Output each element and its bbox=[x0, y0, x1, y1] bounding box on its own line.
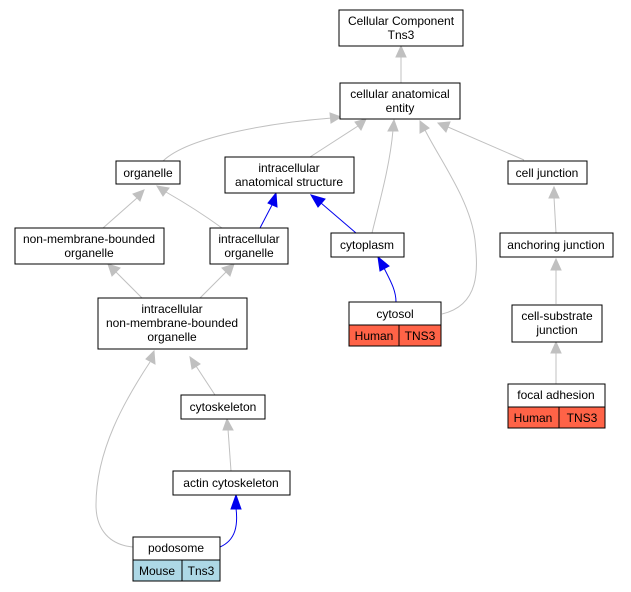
edge-arrow bbox=[221, 263, 235, 277]
node-actin-cytoskeleton[interactable]: actin cytoskeleton bbox=[172, 470, 291, 496]
node-label: cell junction bbox=[516, 166, 579, 180]
edge-arrow bbox=[309, 194, 326, 208]
node-organelle[interactable]: organelle bbox=[115, 160, 181, 185]
edge-arrow bbox=[329, 112, 343, 124]
node-cytoskeleton[interactable]: cytoskeleton bbox=[180, 394, 266, 420]
tag-label: Human bbox=[514, 411, 553, 425]
edge-cytosol-cae bbox=[424, 129, 477, 315]
edge-cs-inmbo bbox=[195, 365, 216, 396]
node-cellular-anatomical-entity[interactable]: cellular anatomical entity bbox=[339, 82, 461, 120]
node-cell-substrate-junction[interactable]: cell-substrate junction bbox=[511, 304, 603, 343]
edge-aj-cj bbox=[553, 196, 557, 234]
edge-ias-cae bbox=[309, 125, 359, 158]
edge-arrow bbox=[377, 255, 390, 272]
tag-gene bbox=[181, 559, 221, 582]
node-label: non-membrane-bounded bbox=[23, 232, 155, 246]
edge-arrow bbox=[395, 44, 407, 58]
tag-label: Human bbox=[355, 329, 394, 343]
edge-arrow bbox=[222, 417, 234, 431]
node-label: intracellular bbox=[258, 161, 319, 175]
edge-arrow bbox=[436, 121, 451, 133]
edge-cytosol-cytoplasm bbox=[383, 267, 397, 303]
node-label: cell-substrate bbox=[521, 309, 593, 323]
node-label: non-membrane-bounded bbox=[106, 316, 238, 330]
edge-cj-cae bbox=[447, 126, 525, 161]
edge-arrow bbox=[107, 263, 121, 277]
edge-arrow bbox=[419, 119, 430, 134]
node-intracellular-anatomical-structure[interactable]: intracellular anatomical structure bbox=[224, 156, 355, 194]
node-label: intracellular bbox=[218, 232, 279, 246]
node-label: focal adhesion bbox=[517, 388, 594, 402]
edge-arrow bbox=[189, 355, 201, 370]
edge-inmbo-nmbo bbox=[115, 271, 143, 299]
tag-label: Tns3 bbox=[188, 564, 215, 578]
node-label: cytoskeleton bbox=[190, 400, 257, 414]
node-label: podosome bbox=[148, 541, 204, 555]
node-label: organelle bbox=[224, 246, 274, 260]
node-anchoring-junction[interactable]: anchoring junction bbox=[499, 232, 614, 258]
node-label: cellular anatomical bbox=[350, 87, 449, 101]
edges bbox=[95, 44, 562, 548]
edge-arrow bbox=[354, 118, 367, 131]
node-label: organelle bbox=[147, 330, 197, 344]
node-label: intracellular bbox=[141, 302, 202, 316]
node-intracellular-non-membrane-bounded-organelle[interactable]: intracellular non-membrane-bounded organ… bbox=[97, 297, 248, 350]
node-label: organelle bbox=[123, 166, 173, 180]
node-label: anchoring junction bbox=[507, 238, 604, 252]
tag-label: Mouse bbox=[139, 564, 175, 578]
edge-io-ias bbox=[259, 204, 273, 229]
node-label: cytoplasm bbox=[340, 238, 394, 252]
node-label: Cellular Component bbox=[348, 14, 455, 28]
node-label: junction bbox=[535, 323, 577, 337]
edge-arrow bbox=[267, 191, 278, 208]
node-cytoplasm[interactable]: cytoplasm bbox=[330, 232, 405, 258]
edge-arrow bbox=[387, 118, 399, 132]
edge-arrow bbox=[550, 257, 562, 271]
node-label: Tns3 bbox=[388, 28, 415, 42]
edge-arrow bbox=[145, 349, 156, 365]
node-label: organelle bbox=[64, 246, 114, 260]
node-label: actin cytoskeleton bbox=[183, 476, 278, 490]
node-focal-adhesion[interactable]: focal adhesion Human TNS3 bbox=[507, 383, 606, 429]
edge-cytoplasm-cae bbox=[371, 129, 394, 234]
nodes: Cellular Component Tns3 cellular anatomi… bbox=[14, 9, 614, 582]
edge-arrow bbox=[548, 185, 560, 199]
node-intracellular-organelle[interactable]: intracellular organelle bbox=[209, 227, 289, 265]
tag-label: TNS3 bbox=[405, 329, 436, 343]
tag-gene bbox=[398, 324, 442, 347]
edge-inmbo-io bbox=[199, 271, 227, 299]
edge-arrow bbox=[132, 189, 145, 202]
edge-ac-cs bbox=[227, 428, 232, 472]
node-label: anatomical structure bbox=[235, 175, 343, 189]
edge-arrow bbox=[156, 185, 170, 197]
edge-io-organelle bbox=[165, 191, 223, 229]
edge-podosome-inmbo bbox=[95, 361, 151, 548]
edge-arrow bbox=[230, 493, 242, 510]
edge-arrow bbox=[550, 340, 562, 354]
edge-nmbo-organelle bbox=[102, 197, 138, 229]
edge-cytoplasm-ias bbox=[320, 202, 357, 234]
node-cellular-component[interactable]: Cellular Component Tns3 bbox=[338, 9, 464, 47]
edge-organelle-cae bbox=[162, 117, 333, 162]
edge-podosome-ac bbox=[219, 507, 238, 548]
node-cytosol[interactable]: cytosol Human TNS3 bbox=[348, 301, 442, 347]
node-label: entity bbox=[386, 101, 415, 115]
node-podosome[interactable]: podosome Mouse Tns3 bbox=[132, 536, 221, 582]
tag-gene bbox=[558, 406, 606, 429]
node-label: cytosol bbox=[376, 307, 413, 321]
node-cell-junction[interactable]: cell junction bbox=[507, 160, 588, 185]
tag-label: TNS3 bbox=[567, 411, 598, 425]
node-non-membrane-bounded-organelle[interactable]: non-membrane-bounded organelle bbox=[14, 227, 165, 265]
